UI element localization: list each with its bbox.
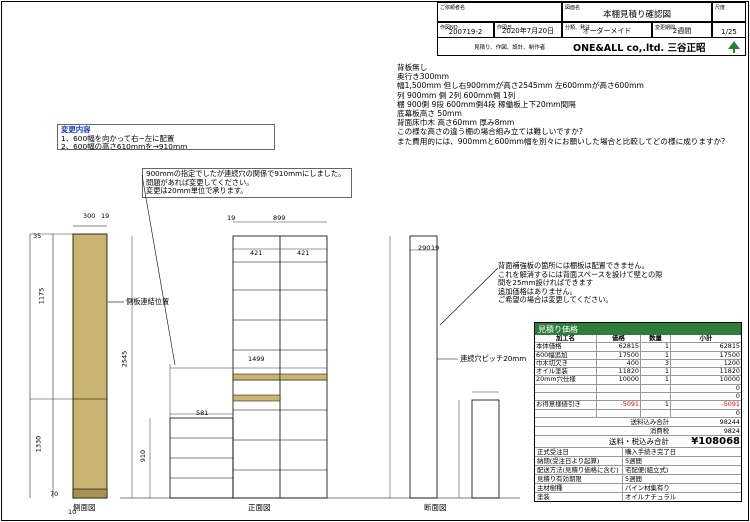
info-row: 主材樹種パイン材集有り [535,483,741,493]
logo-icon [728,41,740,53]
scale-cell: 尺度 [712,2,746,22]
table-row: 0 [535,393,741,402]
info-row: 配送方法(見積り価格に含む)宅配便(組立式) [535,465,741,475]
client-cell: ご依頼者名 [437,2,562,22]
side-view-label: 側面図 [73,503,96,512]
side-view [29,225,108,499]
callout-height-change: 900mmの指定でしたが連続穴の関係で910mmにしました。 問題があれば変更し… [142,168,352,198]
front-view [120,221,345,499]
callout-hole-pitch: 連続穴ピッチ20mm [460,354,527,363]
front-view-label: 正面図 [248,503,271,512]
info-row: 納期(受注日より起算)5週間 [535,456,741,466]
drawing-name-cell: 図面名本棚見積り確認図 [562,2,712,22]
table-row: 0 [535,384,741,394]
section-view [345,235,520,499]
maker-cell: 見積り、作図、設計、制作者 ONE&ALL co,.ltd. 三谷正昭 [437,38,746,56]
total-amount: ¥108068 [691,435,740,447]
section-view-label: 断面図 [424,503,447,512]
leader-line [439,267,499,326]
estimate-title: 見積り価格 [535,323,741,335]
estimate-header-row: 加工名 価格 数量 小計 [535,335,741,344]
change-notes: 変更内容 1、600幅を向かって右~左に配置 2、600幅の高さ610mmを→9… [57,124,275,151]
scale-value-cell: 1/25 [712,22,746,38]
info-row: 塗装オイルナチュラル [537,492,677,501]
maker-name: ONE&ALL co,.ltd. 三谷正昭 [573,43,706,54]
table-row: 0 [535,409,741,418]
category-cell: 分類、発注オーダーメイド [562,22,652,38]
leader-line [141,174,176,366]
callout-side-joint: 側板連結位置 [126,297,170,306]
drawing-name: 本棚見積り確認図 [602,10,671,20]
spec-notes: 背板無し 奥行き300mm 幅1,500mm 但し右900mmが高さ2545mm… [397,63,726,146]
total-row: 送料・税込み合計¥108068 [535,436,741,448]
info-row: 正式受注日購入手続き完了日 [535,447,741,457]
callout-back-reinforcement: 背面補強板の箇所には棚板は配置できません。 これを解消するには背面スペースを設け… [498,261,663,305]
